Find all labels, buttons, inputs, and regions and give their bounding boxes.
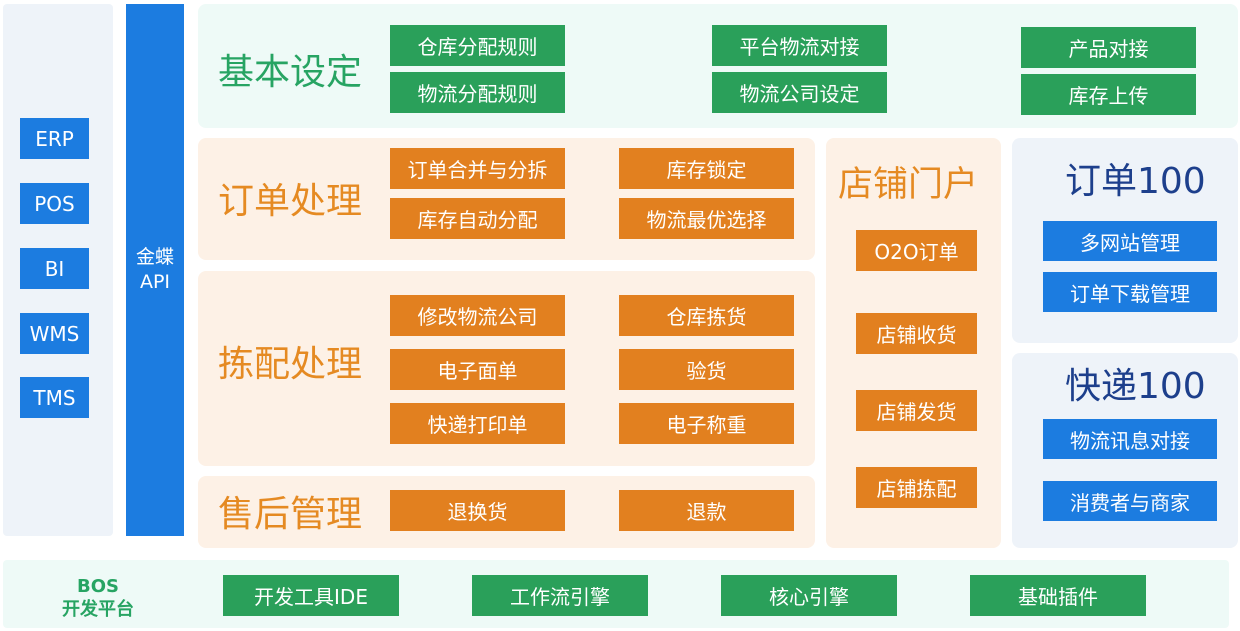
bos-title-line2: 开发平台 (62, 599, 134, 620)
warehouse-picking-button[interactable]: 仓库拣货 (619, 295, 794, 336)
core-engine-button[interactable]: 核心引擎 (721, 575, 897, 616)
optimal-logistics-button[interactable]: 物流最优选择 (619, 198, 794, 239)
order-merge-split-button[interactable]: 订单合并与分拆 (390, 148, 565, 189)
modify-logistics-company-button[interactable]: 修改物流公司 (390, 295, 565, 336)
express-print-button[interactable]: 快递打印单 (390, 403, 565, 444)
basic-settings-title: 基本设定 (218, 52, 363, 93)
inspection-button[interactable]: 验货 (619, 349, 794, 390)
o2o-order-button[interactable]: O2O订单 (856, 230, 977, 271)
base-plugins-button[interactable]: 基础插件 (970, 575, 1146, 616)
logistics-info-integration-button[interactable]: 物流讯息对接 (1043, 419, 1217, 459)
logistics-company-settings-button[interactable]: 物流公司设定 (712, 72, 887, 113)
inventory-lock-button[interactable]: 库存锁定 (619, 148, 794, 189)
order-processing-title: 订单处理 (218, 181, 363, 222)
after-sales-title: 售后管理 (218, 494, 363, 535)
inventory-upload-button[interactable]: 库存上传 (1021, 74, 1196, 115)
bos-title: BOS 开发平台 (52, 575, 144, 621)
electronic-waybill-button[interactable]: 电子面单 (390, 349, 565, 390)
workflow-engine-button[interactable]: 工作流引擎 (472, 575, 648, 616)
bos-title-line1: BOS (77, 576, 119, 597)
api-label: 金蝶API (135, 246, 174, 293)
store-picking-button[interactable]: 店铺拣配 (856, 467, 977, 508)
auto-inventory-allocation-button[interactable]: 库存自动分配 (390, 198, 565, 239)
ide-tools-button[interactable]: 开发工具IDE (223, 575, 399, 616)
express100-title: 快递100 (1065, 366, 1206, 407)
refund-button[interactable]: 退款 (619, 490, 794, 531)
system-erp[interactable]: ERP (20, 118, 89, 159)
logistics-allocation-rules-button[interactable]: 物流分配规则 (390, 72, 565, 113)
system-tms[interactable]: TMS (20, 377, 89, 418)
system-bi[interactable]: BI (20, 248, 89, 289)
system-pos[interactable]: POS (20, 183, 89, 224)
multi-site-management-button[interactable]: 多网站管理 (1043, 221, 1217, 261)
store-shipping-button[interactable]: 店铺发货 (856, 390, 977, 431)
return-exchange-button[interactable]: 退换货 (390, 490, 565, 531)
kingdee-api-bar: 金蝶API (126, 4, 184, 536)
platform-logistics-integration-button[interactable]: 平台物流对接 (712, 25, 887, 66)
system-wms[interactable]: WMS (20, 313, 89, 354)
order-download-management-button[interactable]: 订单下载管理 (1043, 272, 1217, 312)
consumer-merchant-button[interactable]: 消费者与商家 (1043, 481, 1217, 521)
product-integration-button[interactable]: 产品对接 (1021, 27, 1196, 68)
order100-title: 订单100 (1065, 161, 1206, 202)
picking-title: 拣配处理 (218, 344, 363, 385)
warehouse-allocation-rules-button[interactable]: 仓库分配规则 (390, 25, 565, 66)
electronic-weighing-button[interactable]: 电子称重 (619, 403, 794, 444)
store-portal-title: 店铺门户 (838, 164, 979, 205)
store-receiving-button[interactable]: 店铺收货 (856, 313, 977, 354)
